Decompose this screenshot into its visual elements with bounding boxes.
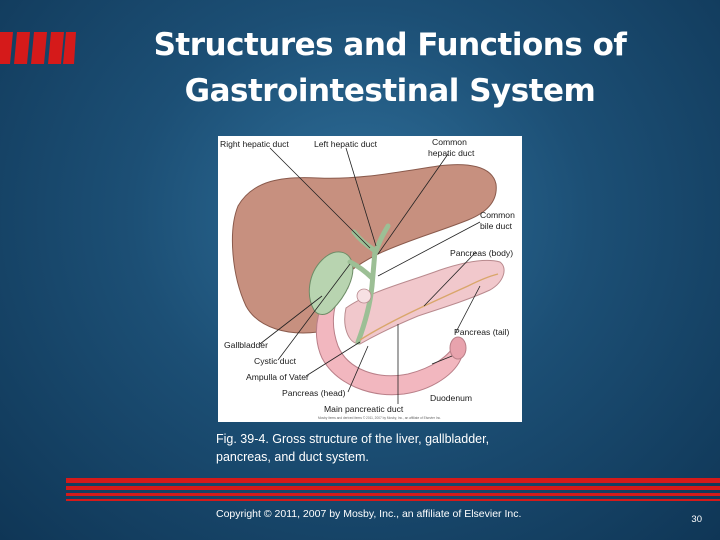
- title-line-2: Gastrointestinal System: [184, 73, 596, 109]
- caption-line-2: pancreas, and duct system.: [216, 450, 369, 464]
- label-pancreas-body: Pancreas (body): [450, 248, 513, 258]
- stripe: [66, 493, 720, 496]
- stripe: [66, 478, 720, 483]
- liver-shape: [231, 164, 497, 334]
- liver-pancreas-diagram: Right hepatic duct Left hepatic duct Com…: [220, 137, 515, 420]
- title-line-1: Structures and Functions of: [153, 27, 627, 63]
- label-common-hepatic-duct-2: hepatic duct: [428, 148, 475, 158]
- caption-line-1: Fig. 39-4. Gross structure of the liver,…: [216, 432, 490, 446]
- duodenum-shape: [315, 281, 463, 396]
- label-ampulla-of-vater: Ampulla of Vater: [246, 372, 309, 382]
- figure-fine-print: Mosby items and derived items © 2011, 20…: [318, 416, 441, 420]
- red-bars-logo: [0, 32, 76, 64]
- slide-title: Structures and Functions of Gastrointest…: [110, 22, 670, 114]
- label-pancreas-head: Pancreas (head): [282, 388, 346, 398]
- page-number: 30: [691, 514, 702, 525]
- red-stripes: [66, 478, 720, 504]
- label-duodenum: Duodenum: [430, 393, 472, 403]
- pancreatic-duct: [359, 273, 499, 341]
- label-main-pancreatic-duct: Main pancreatic duct: [324, 404, 404, 414]
- pancreas-shape: [344, 259, 505, 345]
- anatomy-figure: Right hepatic duct Left hepatic duct Com…: [218, 136, 522, 422]
- stripe: [66, 499, 720, 501]
- duodenum-opening: [449, 336, 467, 360]
- pancreatic-vessel: [356, 288, 372, 304]
- label-right-hepatic-duct: Right hepatic duct: [220, 139, 289, 149]
- figure-caption: Fig. 39-4. Gross structure of the liver,…: [216, 430, 576, 466]
- label-common-bile-duct-2: bile duct: [480, 221, 513, 231]
- label-pancreas-tail: Pancreas (tail): [454, 327, 510, 337]
- label-left-hepatic-duct: Left hepatic duct: [314, 139, 378, 149]
- label-gallbladder: Gallbladder: [224, 340, 268, 350]
- label-cystic-duct: Cystic duct: [254, 356, 297, 366]
- label-common-hepatic-duct-1: Common: [432, 137, 467, 147]
- copyright-text: Copyright © 2011, 2007 by Mosby, Inc., a…: [216, 508, 522, 520]
- stripe: [66, 486, 720, 490]
- label-common-bile-duct-1: Common: [480, 210, 515, 220]
